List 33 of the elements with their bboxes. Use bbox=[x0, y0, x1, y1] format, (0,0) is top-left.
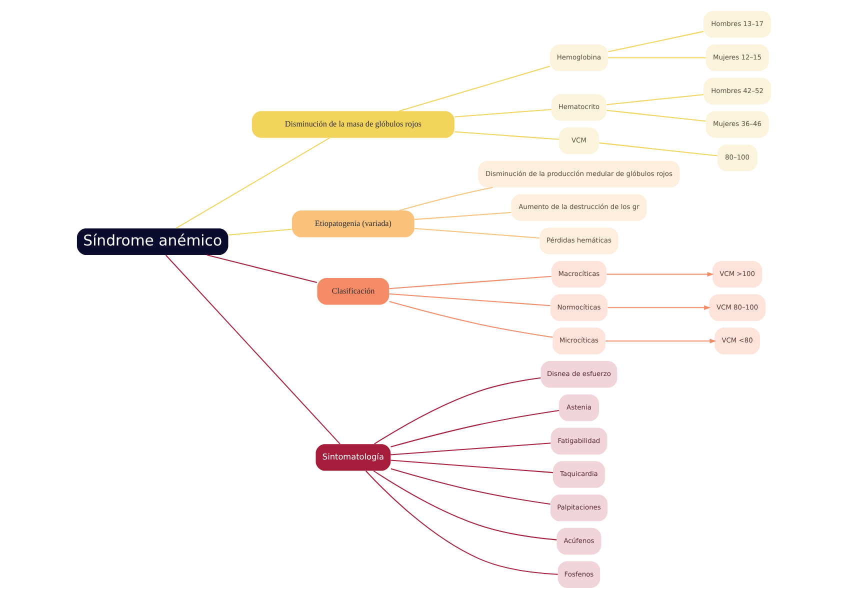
connector bbox=[206, 254, 318, 283]
connector bbox=[608, 30, 704, 52]
connector bbox=[414, 228, 540, 238]
node-box: Clasificación bbox=[317, 278, 390, 305]
connector bbox=[389, 301, 553, 338]
connector bbox=[365, 470, 558, 575]
connector bbox=[599, 142, 718, 156]
connector bbox=[608, 57, 706, 58]
connector bbox=[165, 254, 340, 444]
connector bbox=[606, 94, 704, 106]
arrow bbox=[606, 272, 714, 277]
connector bbox=[454, 131, 559, 140]
node-box: Síndrome anémico bbox=[76, 228, 228, 255]
connector bbox=[606, 110, 706, 122]
connector bbox=[374, 377, 541, 444]
connector bbox=[390, 410, 560, 448]
connector bbox=[399, 187, 493, 211]
node-box: Etiopatogenia (variada) bbox=[292, 210, 414, 238]
connector bbox=[390, 468, 550, 505]
arrow bbox=[606, 338, 716, 344]
connector bbox=[454, 108, 552, 118]
arrow bbox=[608, 305, 711, 310]
connector bbox=[390, 460, 553, 474]
connector bbox=[414, 212, 512, 220]
connector bbox=[390, 442, 551, 456]
connector bbox=[389, 276, 552, 290]
connector bbox=[398, 66, 550, 112]
node-box: Disminución de la masa de glóbulos rojos bbox=[252, 111, 454, 138]
node-box: Sintomatología bbox=[316, 444, 391, 471]
connector bbox=[228, 228, 292, 236]
connector bbox=[389, 293, 550, 306]
connector bbox=[176, 138, 330, 229]
connector bbox=[373, 470, 557, 540]
